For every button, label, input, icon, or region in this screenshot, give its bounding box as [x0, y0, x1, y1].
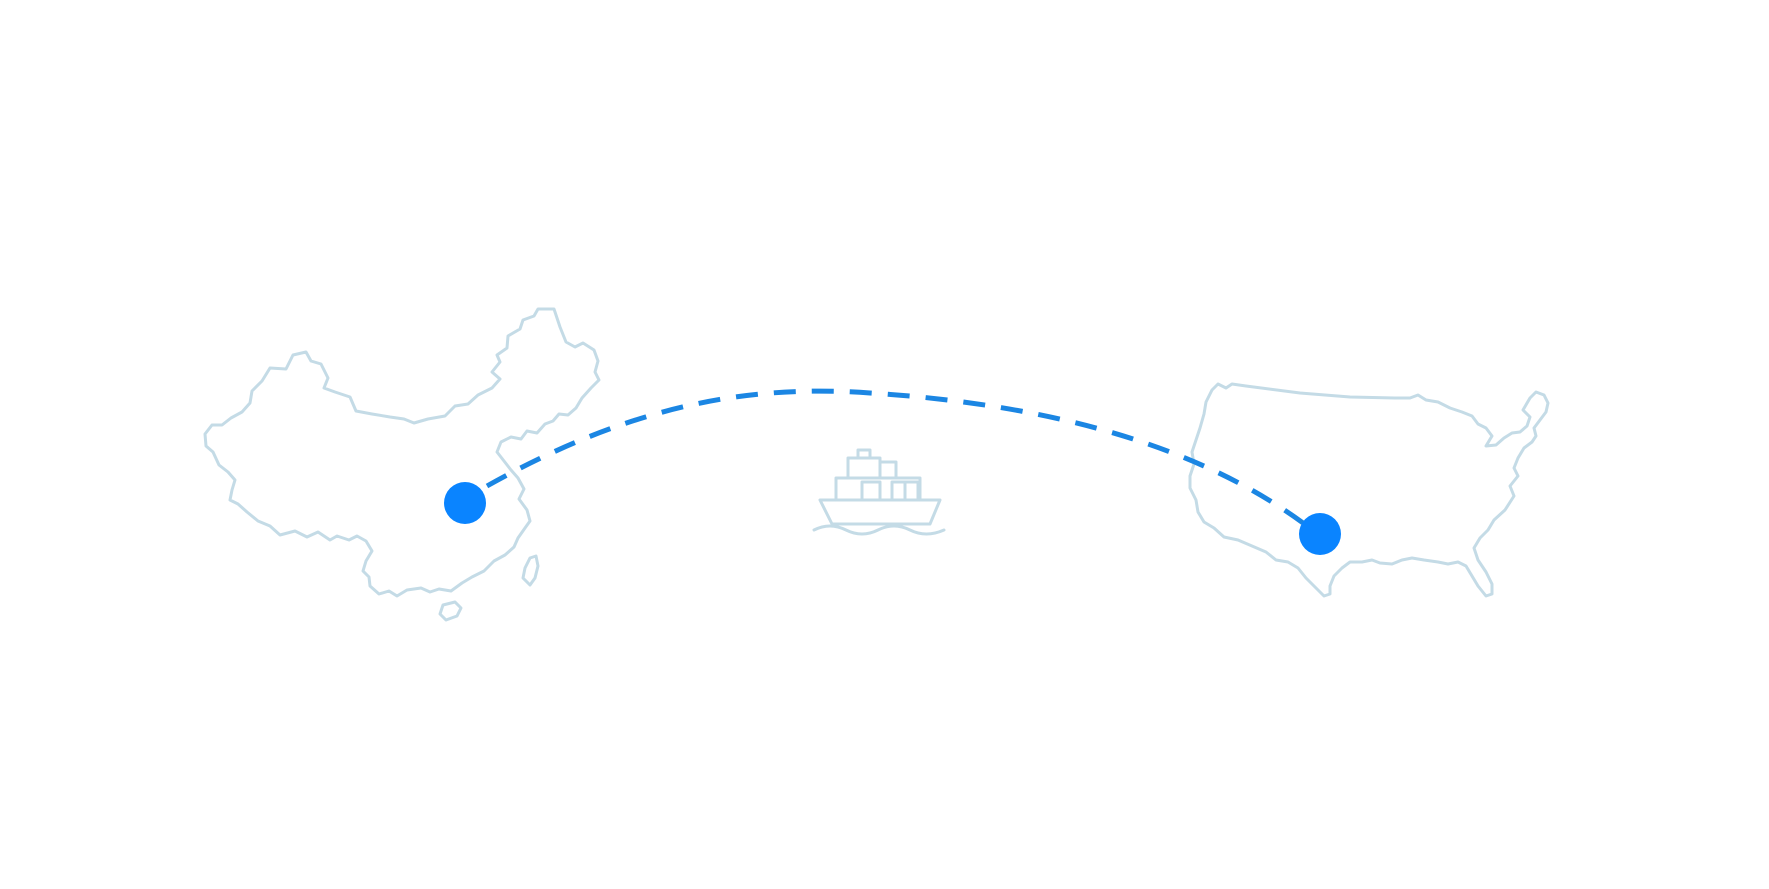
cargo-ship-icon: [812, 448, 946, 536]
usa-outline: [1188, 382, 1550, 598]
china-outline: [203, 307, 601, 598]
ship-deck: [834, 476, 922, 502]
origin-location-dot-icon: [444, 482, 486, 524]
usa-map-icon: [1188, 382, 1550, 598]
taiwan-outline: [521, 554, 540, 587]
ship-mast: [856, 448, 872, 460]
ship-hull: [818, 498, 942, 526]
ship-bridge: [846, 456, 882, 480]
china-map-icon: [203, 307, 601, 622]
ship-container-c: [860, 480, 882, 500]
shipping-route-arc: [485, 388, 1317, 534]
ship-container-b: [890, 480, 920, 500]
hainan-outline: [438, 600, 463, 622]
ship-container-a: [878, 460, 898, 480]
destination-location-dot-icon: [1299, 513, 1341, 555]
ship-water: [812, 524, 946, 536]
